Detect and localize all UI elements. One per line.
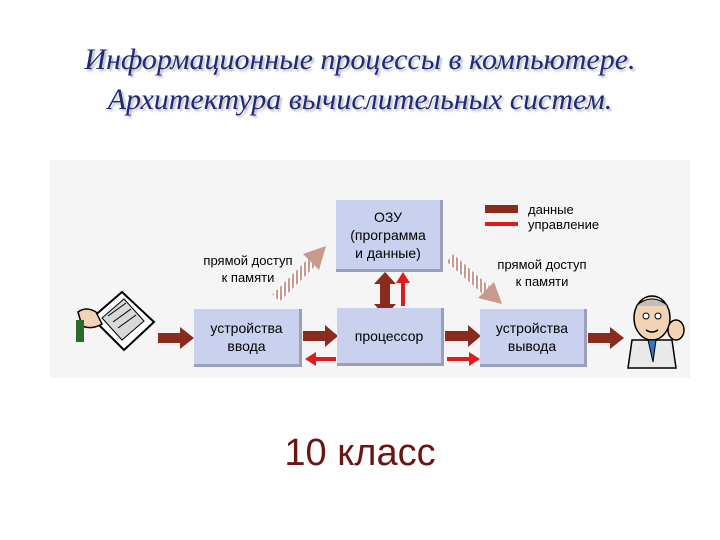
arrow-processor-to-input-control bbox=[305, 352, 336, 366]
processor-label: процессор bbox=[354, 327, 424, 344]
user-icon bbox=[627, 295, 685, 369]
output-device-label-2: вывода bbox=[507, 337, 557, 354]
output-device-label-1: устройства bbox=[495, 319, 569, 336]
arrow-dma-left bbox=[272, 246, 326, 302]
ram-label-2: (программа bbox=[350, 226, 426, 243]
input-device-label-2: ввода bbox=[227, 337, 266, 354]
arrow-dma-right bbox=[446, 254, 502, 304]
page-title-line-1: Информационные процессы в компьютере. bbox=[84, 43, 636, 76]
dma-right-label-2: к памяти bbox=[515, 274, 569, 289]
dma-left-label-1: прямой доступ bbox=[203, 253, 293, 268]
arrow-input-to-processor bbox=[303, 325, 338, 347]
arrow-processor-to-output bbox=[445, 325, 481, 347]
dma-left-label-2: к памяти bbox=[221, 270, 275, 285]
legend-data-swatch bbox=[485, 205, 518, 213]
input-device-box: устройства ввода bbox=[194, 309, 302, 367]
dma-right-label: прямой доступ к памяти bbox=[480, 256, 604, 290]
dma-right-label-1: прямой доступ bbox=[497, 257, 587, 272]
ram-box: ОЗУ (программа и данные) bbox=[336, 200, 443, 272]
arrow-keyboard-to-input bbox=[158, 327, 194, 349]
dma-left-label: прямой доступ к памяти bbox=[186, 252, 310, 286]
keyboard-icon bbox=[76, 290, 156, 352]
legend-data-label: данные bbox=[528, 202, 574, 217]
output-device-box: устройства вывода bbox=[480, 309, 587, 367]
ram-label-3: и данные) bbox=[355, 244, 421, 261]
ram-label-1: ОЗУ bbox=[373, 208, 403, 225]
legend-control-swatch bbox=[485, 222, 518, 226]
processor-box: процессор bbox=[337, 308, 444, 366]
input-device-label-1: устройства bbox=[210, 319, 283, 336]
arrow-output-to-user bbox=[588, 327, 624, 349]
arrow-processor-to-output-control bbox=[447, 352, 480, 366]
page-title-line-2: Архитектура вычислительных систем. bbox=[107, 83, 613, 116]
legend-control-label: управление bbox=[528, 217, 600, 232]
arrow-processor-to-ram-control bbox=[396, 272, 410, 306]
grade-label: 10 класс bbox=[284, 432, 436, 474]
